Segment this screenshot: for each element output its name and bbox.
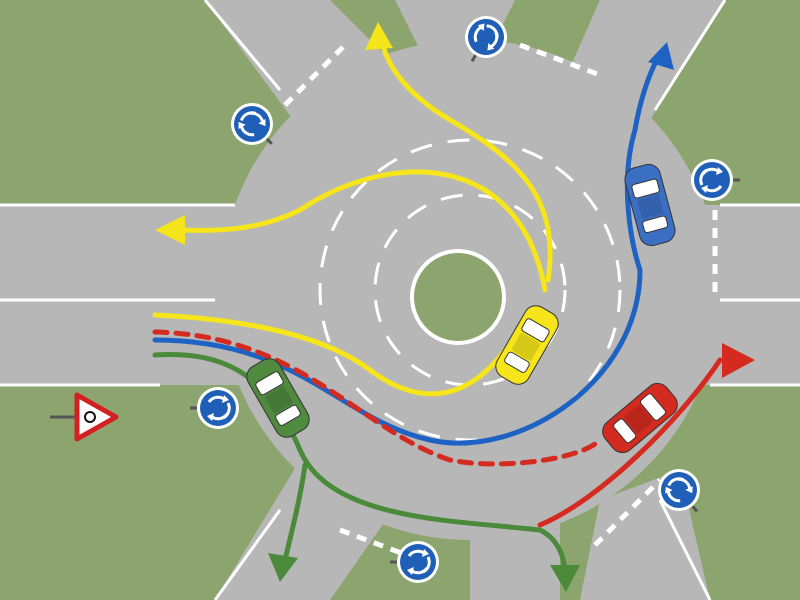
give-way-lines: [283, 42, 718, 563]
routes: [152, 32, 723, 578]
red-route: [152, 329, 603, 467]
yellow-route-uturn: [152, 312, 508, 397]
blue-arrowhead: [648, 42, 674, 70]
green-arrowhead-left: [268, 553, 298, 582]
yellow-route-left: [167, 169, 548, 293]
yellow-arrowhead-left: [155, 215, 185, 245]
route-arrowheads: [155, 22, 755, 592]
yellow-route-straight: [377, 32, 553, 283]
green-route: [152, 351, 568, 578]
green-route-exit: [282, 462, 308, 563]
inner-lane-divider: [373, 193, 567, 387]
red-route-exit: [537, 357, 723, 528]
yellow-arrowhead-up: [365, 22, 393, 50]
green-arrowhead-right: [550, 565, 580, 592]
red-arrowhead: [722, 343, 755, 378]
central-island: [410, 249, 506, 345]
lane-divider: [318, 138, 622, 442]
yield-roundabout-icon: [50, 392, 119, 442]
